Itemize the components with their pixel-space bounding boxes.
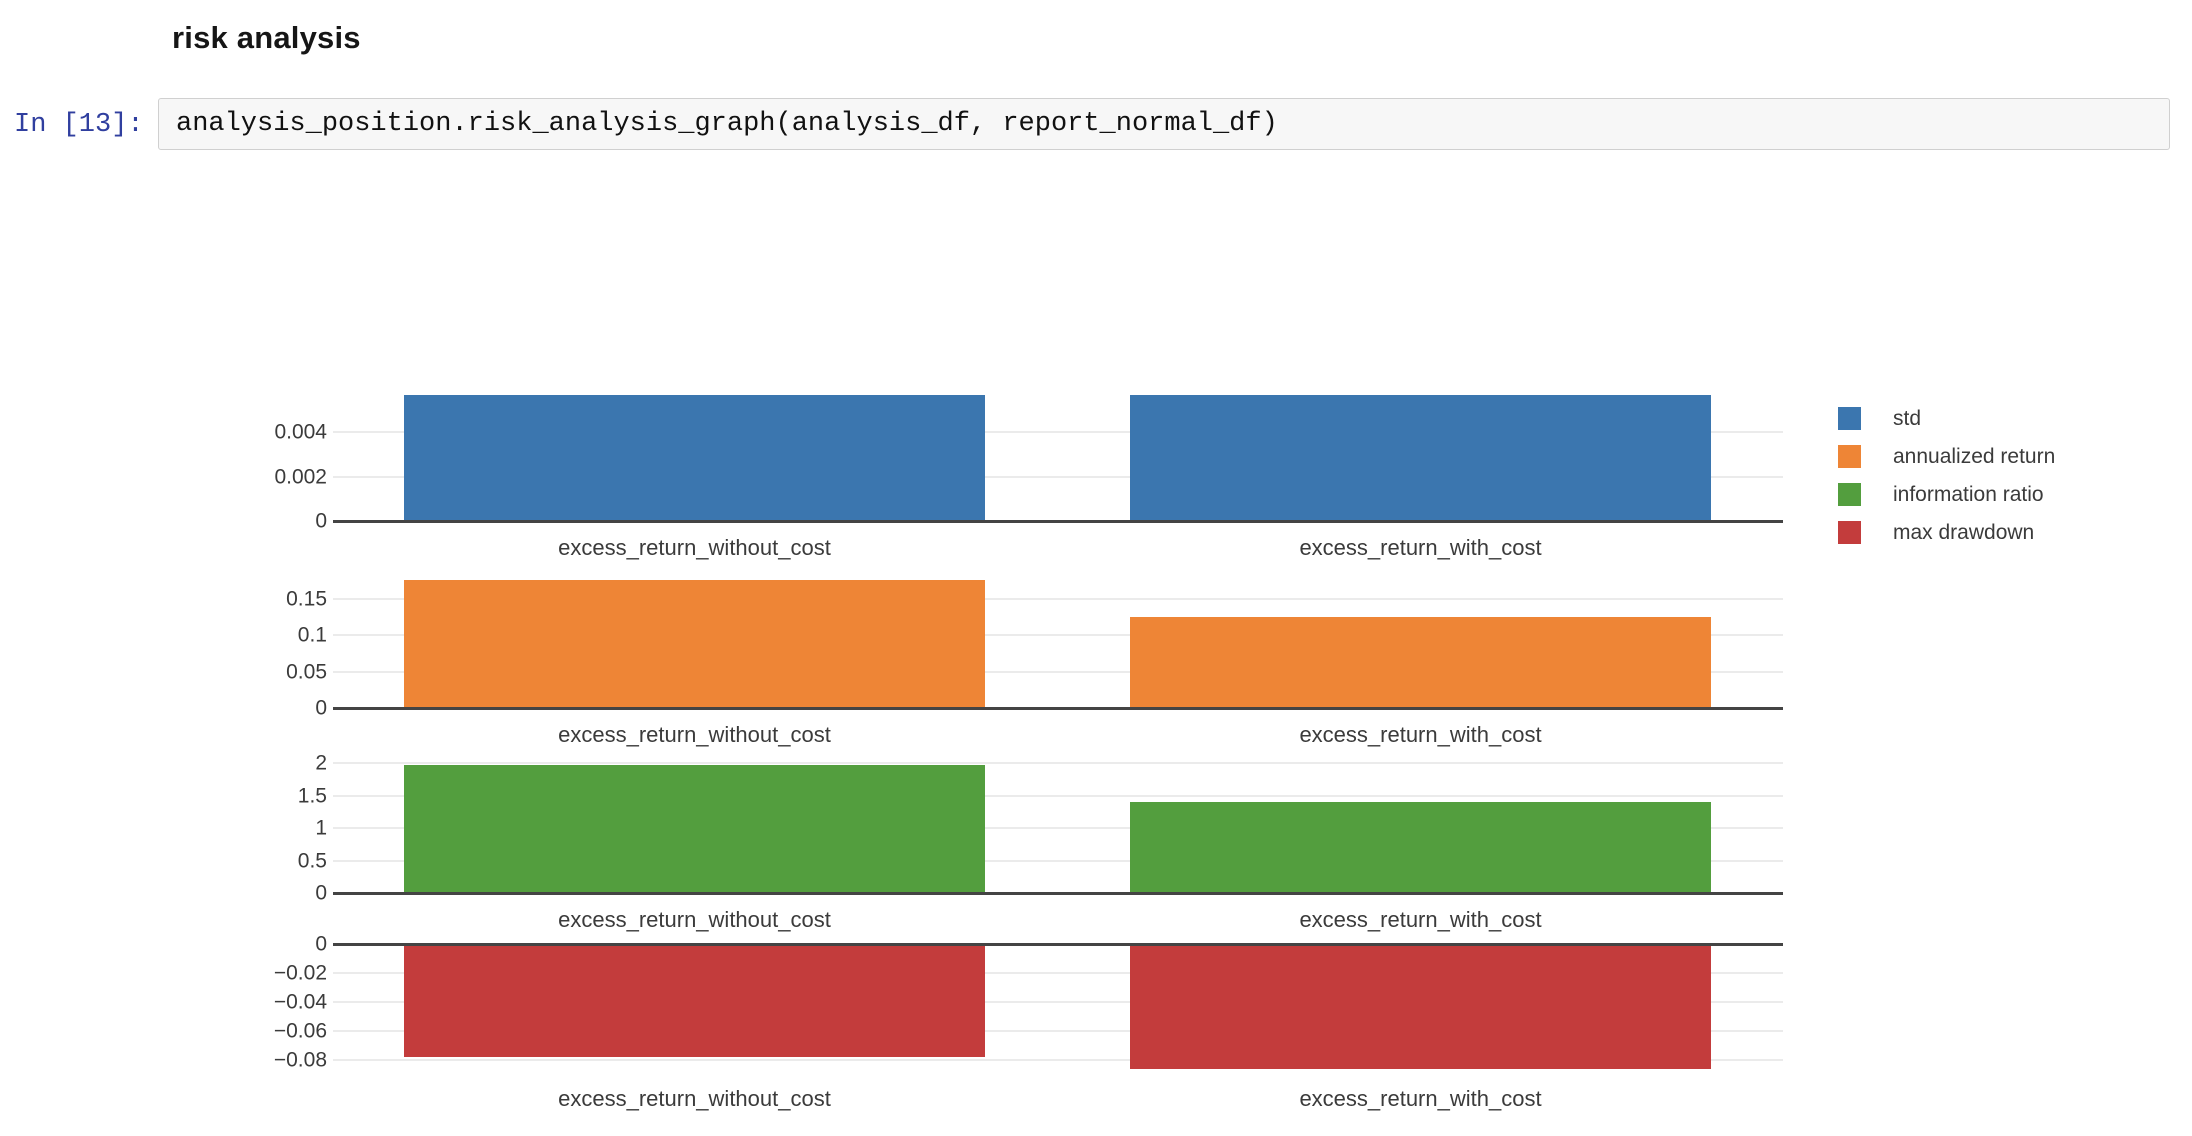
x-axis-line	[333, 706, 1783, 710]
legend-label: std	[1893, 406, 1922, 430]
y-tick-label: 0	[315, 509, 327, 533]
x-axis-line	[333, 942, 1783, 946]
gridline	[333, 634, 1783, 637]
legend: std annualized return information ratio max…	[1838, 407, 2055, 559]
y-tick-label: 0.05	[286, 660, 327, 684]
x-category-label: excess_return_without_cost	[558, 1086, 831, 1111]
code-cell: In [13]: analysis_position.risk_analysis…	[14, 98, 2170, 150]
legend-item-annualized-return[interactable]: annualized return	[1838, 445, 2055, 468]
bar-std-excess-return-with-cost[interactable]	[1130, 394, 1712, 521]
bar-information-ratio-excess-return-with-cost[interactable]	[1130, 802, 1712, 893]
gridline	[333, 431, 1783, 434]
y-tick-label: 0	[315, 881, 327, 905]
legend-label: annualized return	[1893, 444, 2056, 468]
y-tick-label: 0	[315, 932, 327, 956]
legend-swatch-information-ratio	[1838, 483, 1861, 506]
section-title: risk analysis	[172, 20, 361, 55]
x-category-label: excess_return_with_cost	[1299, 722, 1542, 747]
x-axis-line	[333, 519, 1783, 523]
legend-swatch-max-drawdown	[1838, 521, 1861, 544]
subplot-information-ratio: 0 0.5 1 1.5 2	[298, 753, 1783, 904]
gridline	[333, 670, 1783, 673]
gridline	[333, 1059, 1783, 1062]
gridline	[333, 794, 1783, 797]
subplot-std: 0 0.002 0.004	[274, 388, 1783, 532]
legend-item-information-ratio[interactable]: information ratio	[1838, 483, 2055, 506]
x-category-label: excess_return_with_cost	[1299, 907, 1542, 932]
y-tick-label: 0.15	[286, 587, 327, 611]
y-tick-label: 0.1	[297, 623, 327, 647]
bar-annualized-return-excess-return-with-cost[interactable]	[1130, 616, 1712, 708]
bar-annualized-return-excess-return-without-cost[interactable]	[404, 580, 986, 708]
y-tick-label: 0.5	[297, 849, 327, 873]
x-category-label: excess_return_without_cost	[558, 907, 831, 932]
gridline	[333, 1030, 1783, 1033]
x-label-row: excess_return_without_cost excess_return_…	[333, 1072, 1783, 1128]
y-tick-label: −0.06	[273, 1019, 327, 1043]
x-category-label: excess_return_without_cost	[558, 722, 831, 747]
x-label-row: excess_return_without_cost excess_return_…	[333, 708, 1783, 755]
x-axis-line	[333, 891, 1783, 895]
x-category-label: excess_return_with_cost	[1299, 535, 1542, 560]
bar-std-excess-return-without-cost[interactable]	[404, 394, 986, 521]
legend-label: information ratio	[1893, 482, 2044, 506]
y-tick-label: −0.04	[273, 990, 327, 1014]
x-category-label: excess_return_with_cost	[1299, 1086, 1542, 1111]
subplot-annualized-return: 0 0.05 0.1 0.15	[286, 573, 1783, 719]
bar-information-ratio-excess-return-without-cost[interactable]	[404, 765, 986, 893]
x-category-label: excess_return_without_cost	[558, 535, 831, 560]
y-tick-label: 2	[315, 751, 327, 775]
legend-swatch-std	[1838, 407, 1861, 430]
code-text: analysis_position.risk_analysis_graph(an…	[176, 109, 1278, 139]
input-prompt: In [13]:	[14, 110, 144, 140]
gridline	[333, 827, 1783, 830]
legend-item-max-drawdown[interactable]: max drawdown	[1838, 521, 2055, 544]
y-tick-label: 1	[315, 816, 327, 840]
bar-max-drawdown-excess-return-without-cost[interactable]	[404, 944, 986, 1058]
y-tick-label: 1.5	[297, 784, 327, 808]
gridline	[333, 597, 1783, 600]
legend-swatch-annualized-return	[1838, 445, 1861, 468]
gridline	[333, 1001, 1783, 1004]
gridline	[333, 972, 1783, 975]
x-label-row: excess_return_without_cost excess_return_…	[333, 521, 1783, 573]
subplot-max-drawdown: 0 −0.02 −0.04 −0.06 −0.08	[274, 934, 1783, 1072]
y-tick-label: −0.08	[273, 1048, 327, 1072]
gridline	[333, 762, 1783, 765]
y-tick-label: 0.002	[274, 465, 327, 489]
gridline	[333, 859, 1783, 862]
y-tick-label: 0	[315, 696, 327, 720]
code-input[interactable]: analysis_position.risk_analysis_graph(an…	[158, 98, 2170, 150]
legend-label: max drawdown	[1893, 520, 2035, 544]
x-label-row: excess_return_without_cost excess_return_…	[333, 893, 1783, 944]
y-tick-label: 0.004	[274, 420, 327, 444]
gridline	[333, 475, 1783, 478]
bar-max-drawdown-excess-return-with-cost[interactable]	[1130, 944, 1712, 1070]
legend-item-std[interactable]: std	[1838, 407, 2055, 430]
y-tick-label: −0.02	[273, 961, 327, 985]
